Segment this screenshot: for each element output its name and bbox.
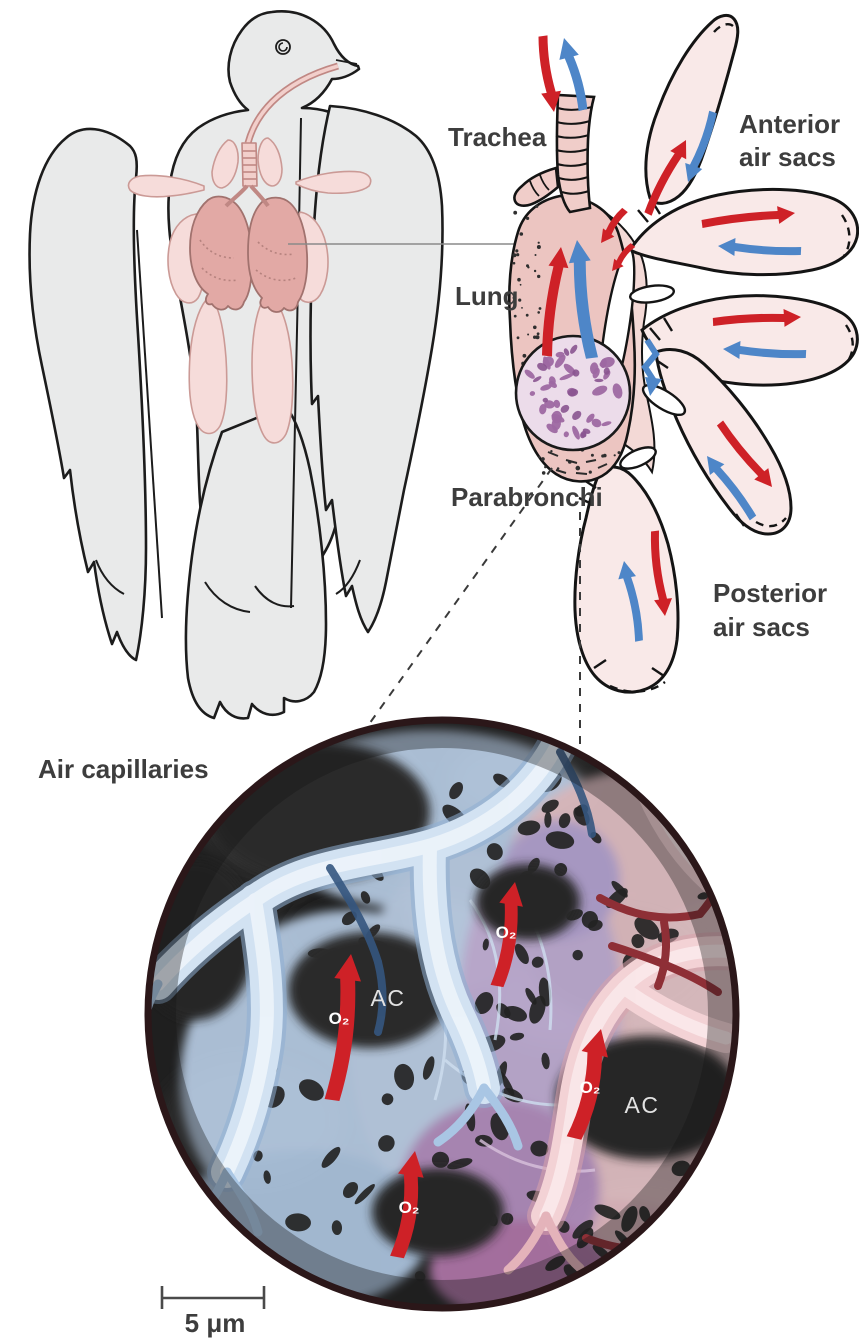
red-flow-arrow-sac3 xyxy=(712,309,801,327)
labels: Trachea Anterior air sacs Lung Parabronc… xyxy=(38,109,840,784)
blue-zigzag-arrow xyxy=(641,338,660,383)
leader-lines xyxy=(366,467,581,748)
trachea-side-branch xyxy=(513,166,560,207)
lung-label: Lung xyxy=(455,281,519,311)
posterior-air-sacs-label-line2: air sacs xyxy=(713,612,810,642)
scale-bar: 5 μm xyxy=(160,1286,266,1338)
posterior-air-sac-diagonal xyxy=(654,348,793,536)
lung-bottom-dashes xyxy=(547,451,608,475)
bird-air-sacs xyxy=(127,137,372,444)
blue-flow-arrow-sac2 xyxy=(718,238,802,256)
air-sac-dashes xyxy=(609,23,854,693)
red-flow-arrow-junction-1 xyxy=(601,207,628,243)
oxygen-arrows xyxy=(324,882,608,1259)
red-flow-arrow-sac2 xyxy=(701,206,795,228)
blue-flow-arrow-sac5 xyxy=(618,561,643,642)
bird-beak-line xyxy=(335,59,358,65)
blue-flow-arrow-trachea xyxy=(559,38,588,112)
trachea-label: Trachea xyxy=(448,122,547,152)
bird-trachea xyxy=(224,62,339,208)
inset-rim-shading xyxy=(151,723,733,1305)
air-capillaries-label: Air capillaries xyxy=(38,754,209,784)
o2-label-1: O₂ xyxy=(329,1009,350,1028)
trachea-rings xyxy=(555,106,593,195)
o2-label-4: O₂ xyxy=(399,1198,420,1217)
o2-label-3: O₂ xyxy=(580,1078,601,1097)
red-flow-arrow-sac4 xyxy=(716,420,772,487)
parabronchi-label: Parabronchi xyxy=(451,482,603,512)
bird-lung-texture xyxy=(199,239,297,282)
bird-right-wing xyxy=(309,104,444,634)
ac-label-left: AC xyxy=(371,985,406,1011)
blue-flow-arrow-sac3 xyxy=(723,341,807,359)
posterior-air-sacs-label-line1: Posterior xyxy=(713,578,827,608)
inset-border xyxy=(144,716,740,1312)
red-flow-arrow-anterior-top xyxy=(644,140,687,216)
bird-eye-icon xyxy=(275,39,291,55)
o2-arrow-4 xyxy=(390,1151,424,1259)
ac-label-right: AC xyxy=(625,1092,660,1118)
bird-illustration xyxy=(28,10,444,720)
red-flow-arrow-trachea xyxy=(538,35,561,112)
anterior-air-sac-top xyxy=(644,13,740,205)
bird-tail xyxy=(184,404,328,720)
parabronchi-texture xyxy=(524,346,623,440)
blue-zigzag-arrowhead xyxy=(645,377,662,396)
o2-arrow-3 xyxy=(566,1029,608,1140)
inset-micrograph: O₂ O₂ O₂ O₂ AC AC xyxy=(144,716,740,1312)
blue-flow-arrow-lung xyxy=(568,240,598,359)
red-flow-arrow-lung xyxy=(542,247,569,357)
red-flow-arrow-sac5 xyxy=(650,530,672,616)
lung-stipple-left xyxy=(512,204,542,336)
bird-left-wing xyxy=(28,127,148,662)
blue-flow-arrow-anterior-top xyxy=(685,110,717,182)
o2-arrow-1 xyxy=(324,954,361,1101)
trachea-tube xyxy=(513,93,596,214)
airflow-diagram xyxy=(507,13,859,694)
anterior-air-sacs-label-line2: air sacs xyxy=(739,142,836,172)
red-flow-arrow-junction-2 xyxy=(612,243,636,271)
bird-lungs xyxy=(189,195,309,313)
blue-flow-arrow-sac4 xyxy=(707,456,757,521)
air-capillary-tubes xyxy=(151,723,596,1237)
flow-arrows xyxy=(538,35,807,642)
parabronchi-cross-section xyxy=(514,334,632,452)
o2-arrow-2 xyxy=(490,882,523,988)
scale-bar-label: 5 μm xyxy=(185,1308,246,1338)
o2-label-2: O₂ xyxy=(496,923,517,942)
anterior-air-sacs-label-line1: Anterior xyxy=(739,109,840,139)
